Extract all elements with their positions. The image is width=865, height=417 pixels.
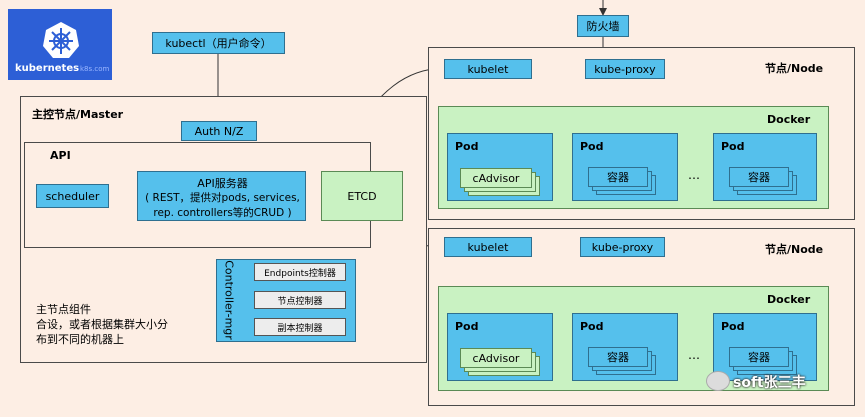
auth-box: Auth N/Z [181, 121, 257, 141]
scheduler-box: scheduler [36, 184, 109, 208]
node-2-docker-label: Docker [767, 293, 811, 306]
ellipsis: … [688, 348, 700, 362]
node-1-container-c: 容器 [729, 167, 789, 187]
api-title: API [50, 149, 71, 162]
node-2-kube-proxy: kube-proxy [580, 237, 665, 257]
node-1-container-b: 容器 [588, 167, 648, 187]
ellipsis: … [688, 168, 700, 182]
node-2-cadvisor: cAdvisor [460, 348, 532, 368]
node-1-kube-proxy: kube-proxy [585, 59, 665, 79]
api-server-box: API服务器 ( REST，提供对pods, services, rep. co… [137, 171, 306, 221]
wechat-icon [706, 371, 730, 391]
pod-label: Pod [580, 320, 604, 333]
pod-label: Pod [455, 140, 479, 153]
api-server-line-3: rep. controllers等的CRUD ) [153, 207, 292, 219]
node-1-cadvisor: cAdvisor [460, 168, 532, 188]
node-controller: 节点控制器 [254, 291, 346, 309]
node-1-kubelet: kubelet [444, 59, 532, 79]
controller-mgr-label: Controller-mgr [222, 260, 236, 340]
note-line-3: 布到不同的机器上 [36, 333, 124, 346]
node-2-container-b: 容器 [588, 347, 648, 367]
master-title: 主控节点/Master [32, 108, 124, 121]
logo-suffix: k8s.com [80, 65, 110, 73]
pod-label: Pod [580, 140, 604, 153]
etcd-box: ETCD [321, 171, 403, 221]
kubernetes-logo: kubernetes k8s.com [8, 9, 112, 80]
helm-wheel-icon [43, 22, 79, 58]
node-1-docker-label: Docker [767, 113, 811, 126]
pod-label: Pod [721, 140, 745, 153]
logo-text: kubernetes [15, 63, 80, 74]
endpoints-controller: Endpoints控制器 [254, 263, 346, 281]
watermark-text: soft张三丰 [733, 375, 806, 391]
note-line-1: 主节点组件 [36, 303, 91, 316]
firewall-box: 防火墙 [577, 15, 629, 37]
api-server-line-2: ( REST，提供对pods, services, [145, 192, 300, 204]
node-1-title: 节点/Node [765, 62, 824, 75]
node-2-container-c: 容器 [729, 347, 789, 367]
node-2-kubelet: kubelet [444, 237, 532, 257]
api-server-line-1: API服务器 [197, 177, 248, 190]
pod-label: Pod [721, 320, 745, 333]
kubectl-box: kubectl（用户命令） [152, 32, 285, 54]
replica-controller: 副本控制器 [254, 318, 346, 336]
note-line-2: 合设，或者根据集群大小分 [36, 318, 168, 331]
node-2-title: 节点/Node [765, 243, 824, 256]
pod-label: Pod [455, 320, 479, 333]
